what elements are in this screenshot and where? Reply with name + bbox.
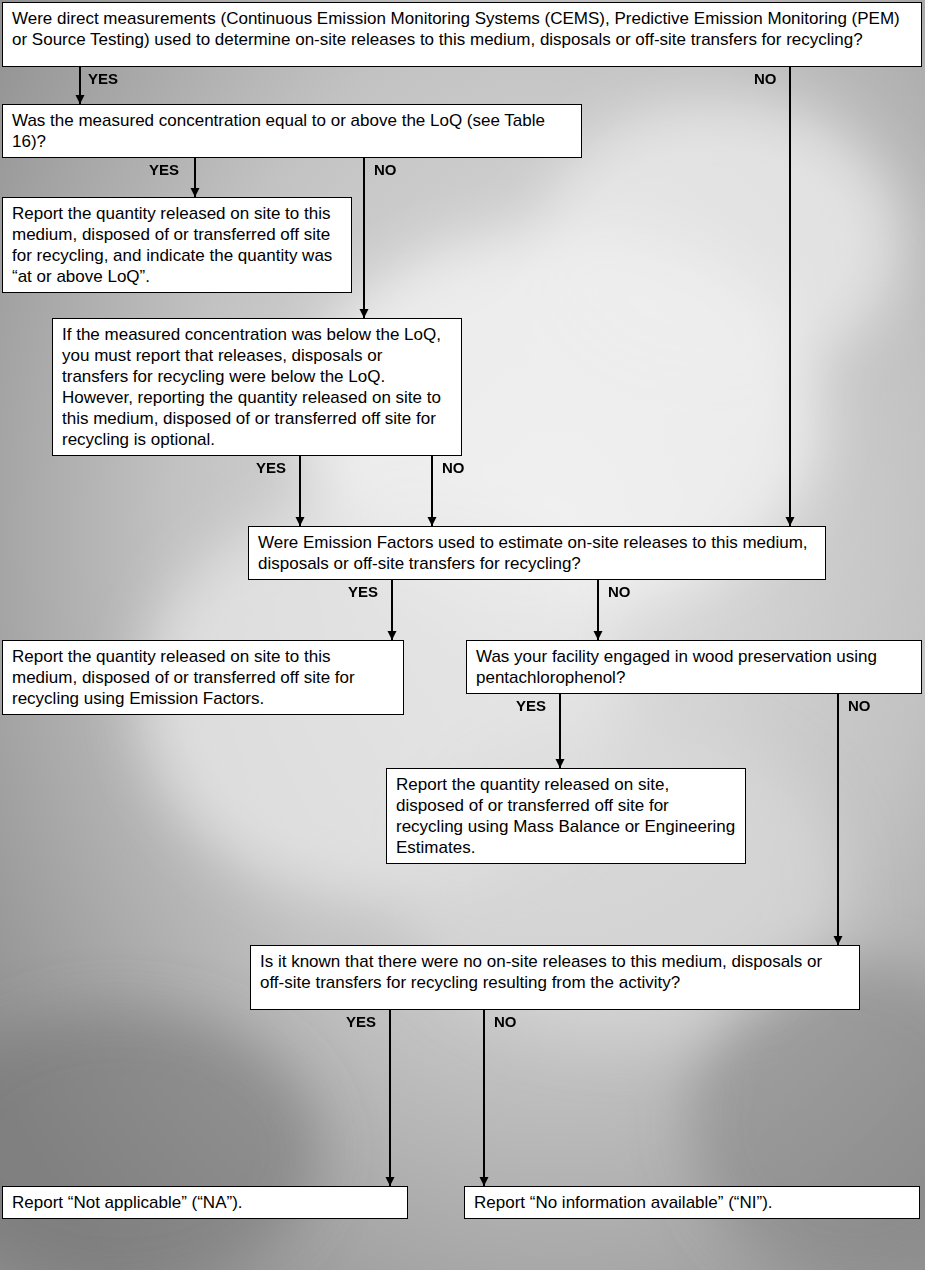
branch-label: NO [608,583,631,601]
flow-box: Report “No information available” (“NI”)… [464,1186,920,1219]
branch-label: YES [516,697,546,715]
flow-box: Was your facility engaged in wood preser… [466,640,922,694]
box-text: Report “No information available” (“NI”)… [474,1192,910,1213]
box-text: Report the quantity released on site to … [12,203,342,287]
flow-arrow [483,1010,485,1186]
box-text: If the measured concentration was below … [62,324,452,450]
box-text: Were Emission Factors used to estimate o… [258,532,816,574]
flow-box: Is it known that there were no on-site r… [250,945,860,1010]
box-text: Was your facility engaged in wood preser… [476,646,912,688]
flow-box: Were direct measurements (Continuous Emi… [2,2,922,67]
branch-label: NO [442,459,465,477]
branch-label: NO [754,70,777,88]
flow-arrow [789,67,791,526]
flow-box: Were Emission Factors used to estimate o… [248,526,826,580]
flow-arrow [389,1010,391,1186]
box-text: Was the measured concentration equal to … [12,110,572,152]
box-text: Report the quantity released on site to … [12,646,394,709]
flow-arrow [391,580,393,640]
flow-arrow [431,456,433,526]
branch-label: YES [348,583,378,601]
branch-label: YES [256,459,286,477]
box-text: Report the quantity released on site, di… [396,774,736,858]
flow-arrow [837,694,839,945]
flow-box: Was the measured concentration equal to … [2,104,582,158]
flow-arrow [194,158,196,197]
flow-arrow [299,456,301,526]
branch-label: YES [149,161,179,179]
flow-box: Report “Not applicable” (“NA”). [2,1186,408,1219]
flow-arrow [363,158,365,318]
branch-label: NO [374,161,397,179]
cloud [540,100,900,380]
flow-arrow [79,67,81,104]
box-text: Report “Not applicable” (“NA”). [12,1192,398,1213]
branch-label: NO [494,1013,517,1031]
flow-box: Report the quantity released on site to … [2,640,404,715]
box-text: Were direct measurements (Continuous Emi… [12,8,912,50]
box-text: Is it known that there were no on-site r… [260,951,850,993]
branch-label: NO [848,697,871,715]
flow-arrow [559,694,561,768]
flow-box: Report the quantity released on site, di… [386,768,746,864]
cloud-shadow [0,1010,320,1270]
clouds [0,100,925,1270]
branch-label: YES [88,70,118,88]
flow-box: Report the quantity released on site to … [2,197,352,293]
branch-label: YES [346,1013,376,1031]
flow-arrow [597,580,599,640]
flow-box: If the measured concentration was below … [52,318,462,456]
